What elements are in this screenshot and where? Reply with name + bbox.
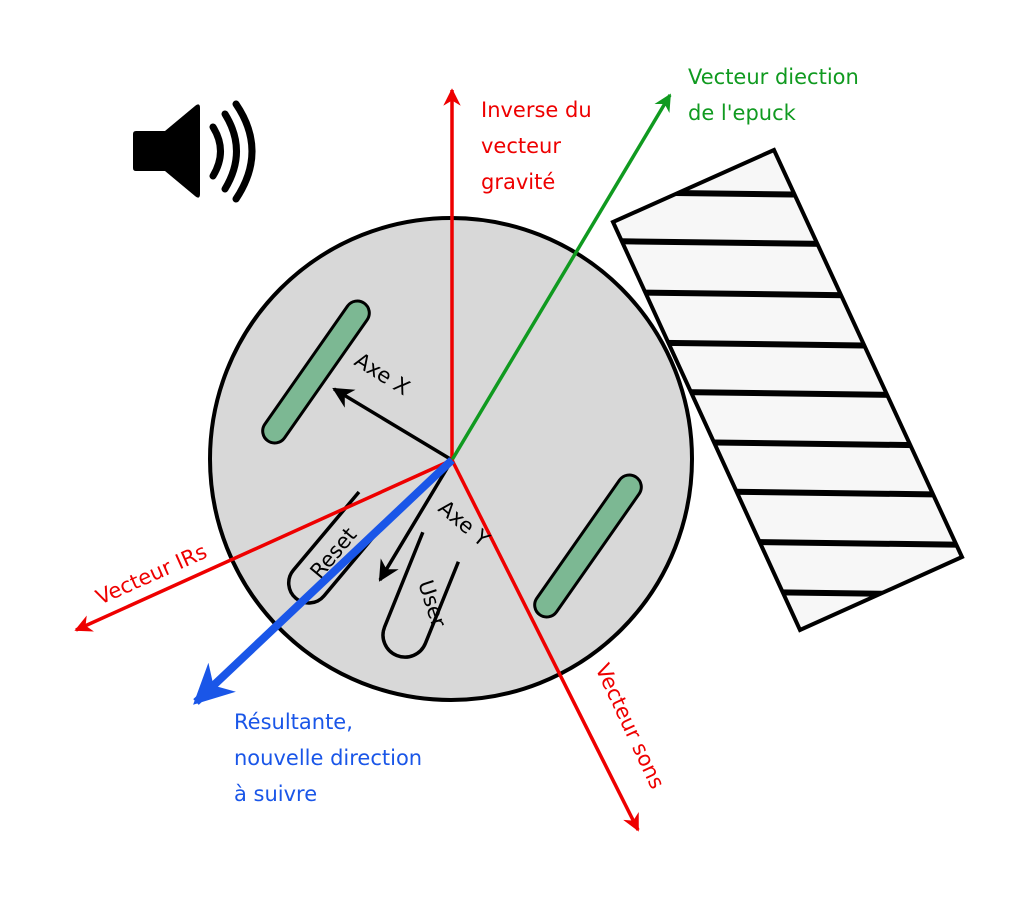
left-wheel — [261, 299, 371, 445]
speaker-sound-icon — [133, 100, 256, 203]
axis-x-arrow — [332, 387, 453, 462]
direction-label-line-2: de l'epuck — [688, 101, 797, 125]
resultant-label-line-2: nouvelle direction — [234, 746, 422, 770]
direction-label-line-1: Vecteur diection — [688, 65, 859, 89]
resultant-vector — [193, 457, 455, 705]
resultant-label: Résultante, nouvelle direction à suivre — [234, 710, 422, 806]
epuck-direction-vector — [450, 93, 672, 461]
irs-vector — [74, 458, 453, 632]
resultant-label-line-3: à suivre — [234, 782, 317, 806]
axis-y-arrow — [378, 459, 454, 582]
gravity-label-line-3: gravité — [481, 170, 555, 194]
irs-label: Vecteur IRs — [92, 539, 210, 609]
sounds-label: Vecteur sons — [590, 660, 669, 793]
reset-button-outline — [286, 490, 377, 605]
direction-label: Vecteur diection de l'epuck — [688, 65, 859, 125]
user-button-outline — [381, 531, 461, 659]
resultant-label-line-1: Résultante, — [234, 710, 353, 734]
gravity-label: Inverse du vecteur gravité — [481, 98, 592, 194]
gravity-label-line-1: Inverse du — [481, 98, 592, 122]
gravity-label-line-2: vecteur — [481, 134, 561, 158]
sounds-vector — [450, 459, 640, 832]
right-wheel — [533, 473, 643, 619]
